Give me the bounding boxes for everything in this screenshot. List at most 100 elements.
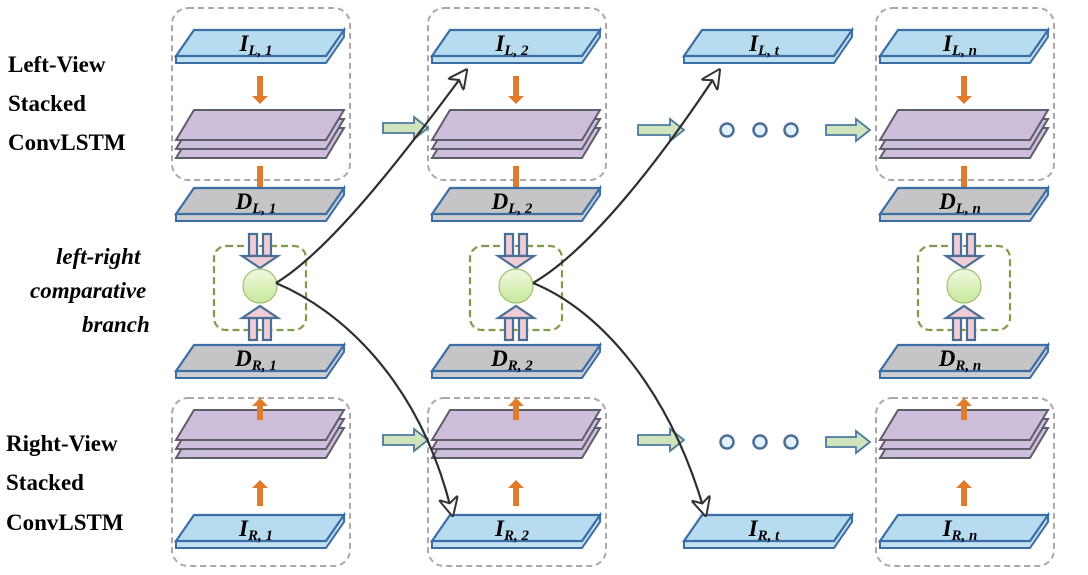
right-input-plate-label: IR, t — [748, 516, 780, 544]
convlstm-group-boxes — [171, 7, 1055, 567]
right-input-plate-label: IR, n — [942, 516, 978, 544]
green-arrow — [825, 117, 872, 143]
convlstm-stack — [174, 109, 346, 159]
orange-arrow-shaft — [257, 488, 263, 506]
left-input-plate-label: IL, 2 — [494, 31, 529, 59]
branch-label-line: comparative — [30, 278, 146, 303]
orange-arrow — [252, 480, 268, 506]
pink-arrow — [238, 232, 282, 270]
right-view-label-line: ConvLSTM — [6, 510, 124, 535]
pink-arrow-head — [942, 254, 986, 270]
comparison-node — [946, 268, 982, 304]
ellipsis-dots — [719, 122, 799, 450]
convlstm-stack — [878, 109, 1050, 159]
pink-arrow-bar — [517, 232, 529, 258]
right-depth-plate-label: DR, n — [938, 346, 981, 374]
orange-arrow-shaft — [961, 488, 967, 506]
convlstm-stack — [430, 409, 602, 459]
orange-arrow-shaft — [961, 166, 967, 188]
branch-label-line: left-right — [56, 244, 141, 269]
pink-arrow-bar — [261, 316, 273, 342]
orange-arrow-shaft — [961, 406, 967, 420]
right-input-plate-label: IR, 2 — [494, 516, 529, 544]
pink-arrow — [494, 232, 538, 270]
left-input-plate-label: IL, n — [942, 31, 977, 59]
green-arrow-shape — [825, 429, 872, 455]
feedback-curve — [532, 72, 718, 284]
comparison-arrows — [238, 232, 986, 342]
comparison-node — [242, 268, 278, 304]
right-input-plate: IR, 1 — [173, 511, 347, 549]
green-arrow-shape — [637, 427, 686, 453]
left-convlstm-group-box — [875, 7, 1055, 181]
left-depth-plate: DL, n — [877, 184, 1051, 222]
pink-arrow-bar — [503, 232, 515, 258]
green-arrow — [382, 115, 430, 141]
ellipsis-dot — [719, 434, 735, 450]
orange-arrow-shaft — [513, 166, 519, 188]
feedback-curve — [275, 281, 452, 513]
right-input-plate-face — [429, 513, 603, 543]
convlstm-layer — [878, 109, 1050, 141]
left-input-plate: IL, 2 — [429, 26, 603, 64]
right-depth-plate: DR, n — [877, 341, 1051, 379]
left-input-plate-label: IL, t — [748, 31, 780, 59]
orange-arrow-shaft — [257, 166, 263, 188]
left-input-plate-face — [173, 28, 347, 58]
orange-arrow-head — [956, 398, 972, 406]
convlstm-layer — [430, 109, 602, 141]
green-arrow — [637, 117, 686, 143]
pink-arrow-bar — [965, 316, 977, 342]
left-depth-plate-label: DL, 1 — [235, 189, 277, 217]
right-input-plate-face — [681, 513, 855, 543]
comparative-branch-boxes — [212, 244, 1012, 332]
left-depth-plate-face — [173, 186, 347, 216]
ellipsis-dot — [783, 434, 799, 450]
orange-arrow — [508, 480, 524, 506]
right-depth-plate-label: DR, 1 — [234, 346, 277, 374]
right-input-plate-label: IR, 1 — [238, 516, 273, 544]
left-depth-plate-face — [429, 186, 603, 216]
green-arrow-shape — [637, 117, 686, 143]
convlstm-layer-stacks — [174, 109, 1050, 459]
right-view-label-line: Stacked — [6, 470, 84, 495]
branch-label: left-right comparative branch — [30, 244, 150, 337]
orange-arrow-head — [508, 480, 524, 488]
feedback-curve — [275, 72, 465, 284]
left-depth-plate-label: DL, n — [938, 189, 981, 217]
orange-arrow-shaft — [513, 488, 519, 506]
ellipsis-dot — [719, 122, 735, 138]
pink-arrow-bar — [503, 316, 515, 342]
right-depth-plate: DR, 2 — [429, 341, 603, 379]
right-convlstm-group-box — [875, 397, 1055, 567]
left-depth-plate: DL, 1 — [173, 184, 347, 222]
orange-arrow-head — [252, 96, 268, 104]
branch-label-line: branch — [82, 312, 150, 337]
comparative-branch-box — [468, 244, 564, 332]
convlstm-layer — [174, 409, 346, 441]
pink-arrow-head — [494, 254, 538, 270]
pink-arrow — [494, 304, 538, 342]
green-arrow-shape — [825, 117, 872, 143]
pink-arrow-bar — [517, 316, 529, 342]
right-depth-plate-label: DR, 2 — [490, 346, 533, 374]
orange-arrow-head — [252, 398, 268, 406]
right-view-label: Right-View Stacked ConvLSTM — [6, 431, 124, 535]
left-depth-plate-face — [877, 186, 1051, 216]
pink-arrow-head — [494, 304, 538, 320]
convlstm-stack — [430, 109, 602, 159]
right-depth-plate-face — [429, 343, 603, 373]
green-arrow-shape — [382, 427, 430, 453]
pink-arrow-bar — [247, 232, 259, 258]
left-depth-plate-label: DL, 2 — [491, 189, 533, 217]
convlstm-layer — [878, 409, 1050, 441]
orange-arrow-shaft — [257, 406, 263, 420]
orange-arrow-shaft — [961, 76, 967, 96]
orange-arrow-shaft — [513, 406, 519, 420]
convlstm-stack — [878, 409, 1050, 459]
orange-arrow-shaft — [257, 76, 263, 96]
comparison-nodes — [242, 268, 982, 304]
comparison-node — [498, 268, 534, 304]
orange-arrow — [956, 480, 972, 506]
